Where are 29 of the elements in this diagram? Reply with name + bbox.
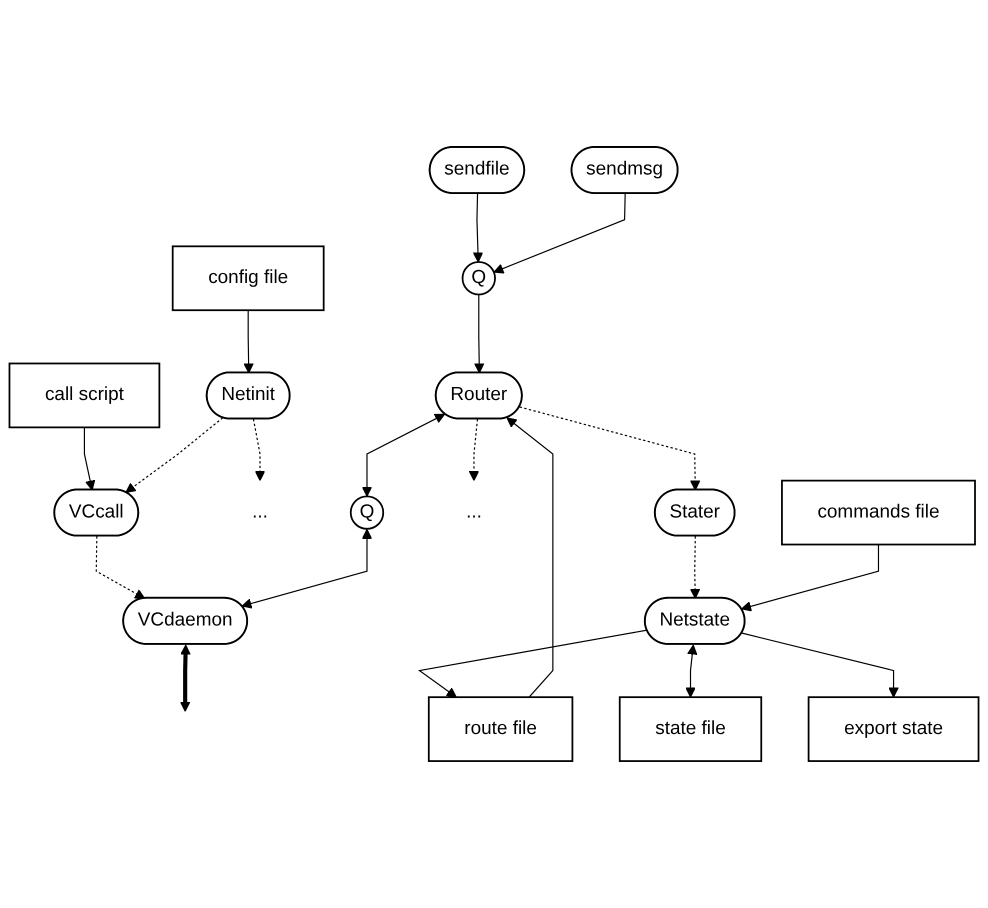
node-box: call script [8,362,160,428]
arrow [362,414,446,497]
arrow [474,294,484,374]
arrow [741,544,880,612]
node-box: config file [172,245,325,312]
node-circle: Q [462,261,496,296]
node-box: export state [808,696,980,762]
node-circle: Q [350,495,384,530]
arrow [84,427,96,491]
node-text: ... [252,502,268,522]
node-box: commands file [781,480,976,546]
arrow [493,194,626,274]
arrow [243,310,254,374]
arrow [742,632,899,698]
arrow [472,194,484,263]
arrow [468,419,480,482]
arrow [685,644,698,698]
node-text: ... [466,502,482,522]
arrow [418,630,648,698]
arrow [520,406,700,491]
arrow [125,417,224,493]
arrow [180,644,191,712]
arrow [690,536,700,599]
node-box: state file [618,696,762,762]
arrow [506,417,554,698]
arrow [252,418,266,482]
arrow [241,528,372,609]
arrow [96,536,146,599]
node-box: route file [428,696,574,762]
